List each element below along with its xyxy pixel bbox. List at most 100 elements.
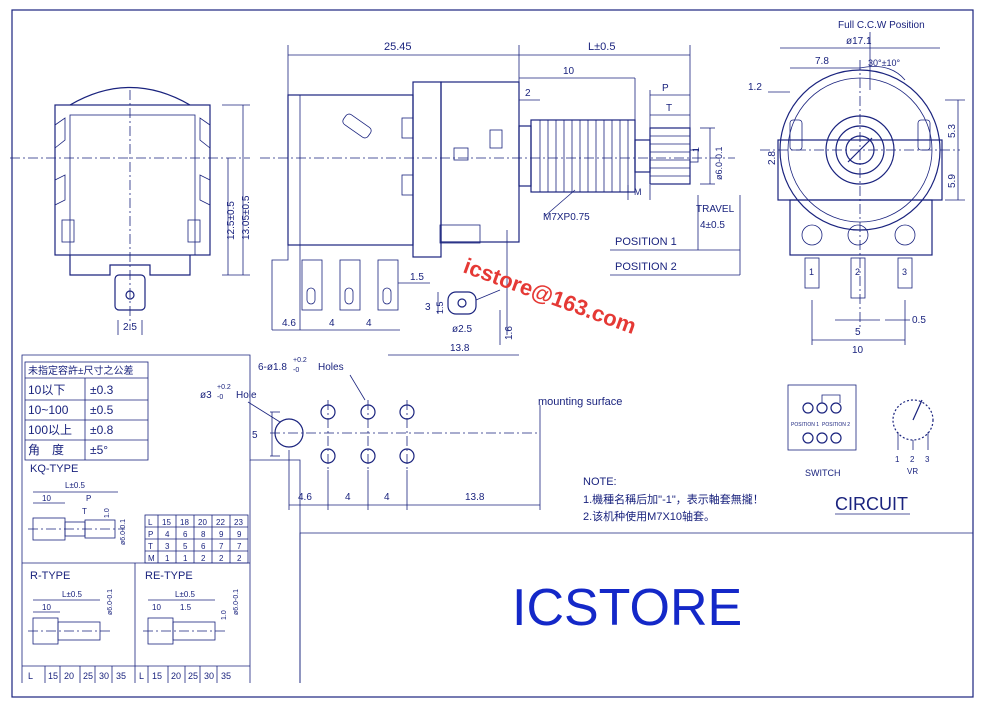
svg-text:1.0: 1.0: [104, 508, 111, 518]
dim-3: 3: [425, 302, 431, 313]
note-title: NOTE:: [583, 476, 617, 488]
svg-text:7: 7: [219, 542, 224, 551]
travel-label: TRAVEL: [696, 204, 735, 215]
svg-text:4: 4: [165, 530, 170, 539]
note-line-2: 2.该机种使用M7X10轴套。: [583, 509, 715, 523]
re-type-title: RE-TYPE: [145, 570, 193, 582]
svg-text:L±0.5: L±0.5: [65, 481, 86, 490]
dim-1: 1: [691, 147, 701, 152]
circuit: POSITION 1 POSITION 2 SWITCH 1 2 3 VR CI…: [787, 384, 934, 515]
dim-10b: 10: [852, 345, 864, 356]
svg-text:30: 30: [204, 671, 214, 681]
svg-text:8: 8: [201, 530, 206, 539]
svg-text:100以上: 100以上: [28, 423, 72, 437]
svg-text:2: 2: [237, 554, 242, 563]
side-view: 25.45 L±0.5 10 2 P T ø6.0-0.1 1 M M7XP0.…: [260, 41, 741, 356]
dim-1-2: 1.2: [748, 82, 762, 93]
svg-text:P: P: [86, 494, 91, 503]
dim-m: M: [634, 187, 642, 197]
svg-text:角 度: 角 度: [28, 442, 64, 457]
dim-12-5: 12.5±0.5: [226, 201, 237, 240]
svg-text:P: P: [148, 530, 153, 539]
svg-text:5: 5: [183, 542, 188, 551]
svg-text:35: 35: [116, 671, 126, 681]
dim-4b: 4: [366, 318, 372, 329]
fp-dim-4-6: 4.6: [298, 492, 312, 503]
dim-t: T: [666, 103, 672, 114]
svg-text:ø6.0-0.1: ø6.0-0.1: [120, 519, 127, 545]
kq-type: KQ-TYPE L±0.5 10 P T 1.0 ø6.0-0.1 L 15 1…: [22, 460, 251, 683]
fp-dim-4b: 4: [384, 492, 390, 503]
svg-text:25: 25: [83, 671, 93, 681]
pcb-footprint: 6-ø1.8 +0.2 -0 Holes ø3 +0.2 -0 Hole 5 4…: [200, 357, 622, 510]
svg-text:15: 15: [152, 671, 162, 681]
svg-text:10~100: 10~100: [28, 403, 69, 417]
tolerance-title: 未指定容許±尺寸之公差: [28, 364, 134, 377]
thread-label: M7XP0.75: [543, 212, 590, 223]
dim-phi-17-1: ø17.1: [846, 36, 872, 47]
svg-text:T: T: [82, 507, 87, 516]
dim-0-5: 0.5: [912, 315, 926, 326]
holes6-label: 6-ø1.8: [258, 362, 287, 373]
svg-text:Holes: Holes: [318, 362, 344, 373]
svg-text:15: 15: [162, 518, 171, 527]
dim-phi-2-5: ø2.5: [452, 324, 472, 335]
svg-text:9: 9: [219, 530, 224, 539]
switch-label: SWITCH: [805, 468, 841, 478]
svg-text:3: 3: [165, 542, 170, 551]
dim-30-deg: 30°±10°: [868, 58, 901, 68]
svg-text:POSITION 1: POSITION 1: [791, 422, 819, 428]
svg-text:6: 6: [183, 530, 188, 539]
position-2: POSITION 2: [615, 261, 677, 273]
pin-3: 3: [902, 267, 907, 277]
svg-text:Hole: Hole: [236, 390, 257, 401]
svg-text:1.5: 1.5: [180, 603, 192, 612]
dim-13-8: 13.8: [450, 343, 470, 354]
svg-text:20: 20: [171, 671, 181, 681]
tolerance-table: 未指定容許±尺寸之公差 10以下 ±0.3 10~100 ±0.5 100以上 …: [24, 361, 149, 461]
dim-5: 5: [855, 327, 861, 338]
dim-p: P: [662, 83, 669, 94]
pin-2: 2: [855, 267, 860, 277]
mounting-surface: mounting surface: [538, 396, 622, 408]
dim-4-6: 4.6: [282, 318, 296, 329]
dim-13-05: 13.05±0.5: [241, 195, 252, 240]
svg-text:-0: -0: [293, 367, 299, 374]
svg-text:L: L: [139, 671, 144, 681]
hole3-label: ø3: [200, 390, 212, 401]
dim-1-6: 1.6: [504, 326, 515, 340]
svg-text:+0.2: +0.2: [217, 384, 231, 391]
drawing-border: [11, 9, 974, 698]
r-type-title: R-TYPE: [30, 570, 70, 582]
dim-2: 2: [525, 88, 531, 99]
dim-1-5: 1.5: [410, 272, 424, 283]
svg-text:ø6.0-0.1: ø6.0-0.1: [233, 589, 240, 615]
dim-4a: 4: [329, 318, 335, 329]
svg-text:20: 20: [198, 518, 207, 527]
position-1: POSITION 1: [615, 236, 677, 248]
brand-label: ICSTORE: [512, 579, 742, 637]
dim-10: 10: [563, 66, 575, 77]
svg-text:T: T: [148, 542, 153, 551]
dim-25-45: 25.45: [384, 41, 412, 53]
dim-2-5: 2.5: [123, 322, 137, 333]
svg-text:10: 10: [152, 603, 161, 612]
dim-l: L±0.5: [588, 41, 615, 53]
svg-text:35: 35: [221, 671, 231, 681]
svg-text:±0.8: ±0.8: [90, 423, 114, 437]
fp-dim-4a: 4: [345, 492, 351, 503]
note-line-1: 1.機種名稱后加"-1"，表示軸套無攏！: [583, 492, 764, 506]
travel-value: 4±0.5: [700, 220, 725, 231]
svg-text:2: 2: [201, 554, 206, 563]
r-types: R-TYPE L±0.5 10 ø6.0-0.1 RE-TYPE L±0.5 1…: [22, 563, 250, 683]
svg-text:1: 1: [183, 554, 188, 563]
svg-text:+0.2: +0.2: [293, 357, 307, 364]
svg-text:20: 20: [64, 671, 74, 681]
svg-text:1: 1: [895, 455, 900, 464]
svg-text:1: 1: [165, 554, 170, 563]
svg-text:30: 30: [99, 671, 109, 681]
svg-text:L: L: [148, 518, 153, 527]
dim-5-9: 5.9: [947, 174, 958, 188]
dim-2-8: 2.8: [767, 151, 778, 165]
